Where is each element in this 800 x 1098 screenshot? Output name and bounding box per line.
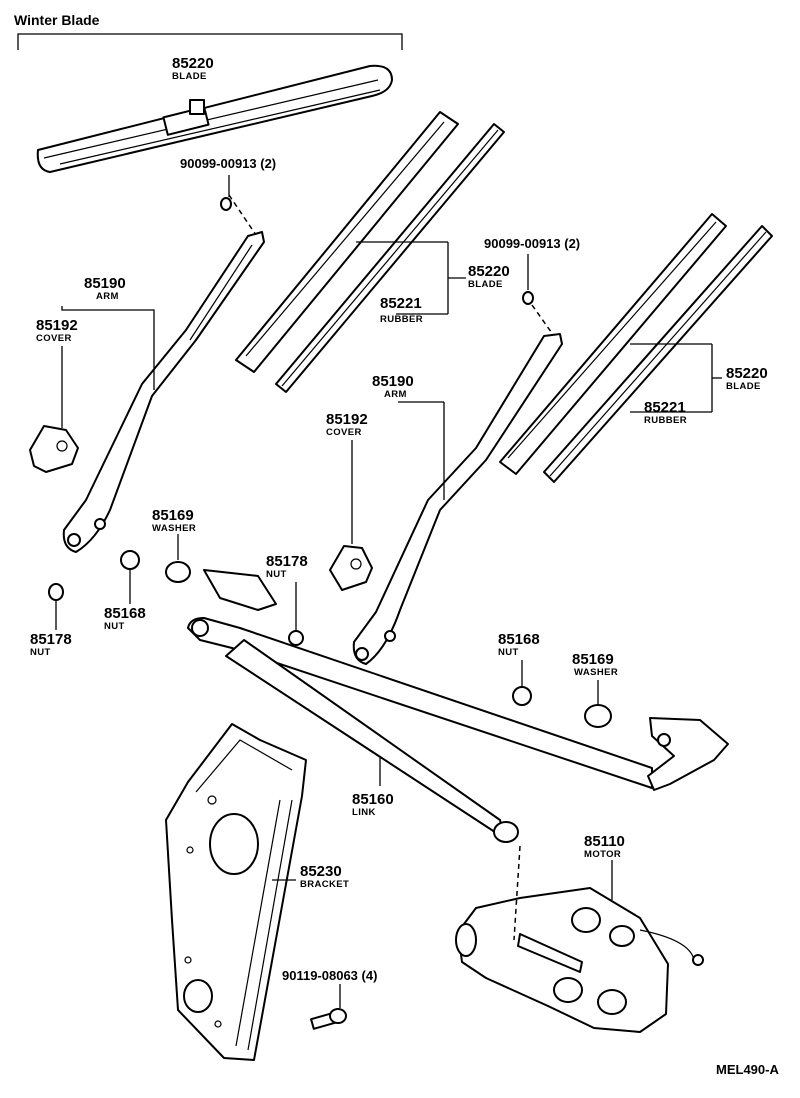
label-name: NUT: [498, 647, 519, 658]
label-name: NUT: [266, 569, 287, 580]
label-name: BLADE: [172, 71, 207, 82]
winter-blade-header: Winter Blade: [14, 12, 403, 50]
link-drawing: [187, 569, 729, 843]
label-number: 85178: [30, 631, 72, 648]
small-parts-drawing: [48, 534, 612, 728]
diagram-code: MEL490-A: [716, 1062, 779, 1077]
screw-right-drawing: [522, 254, 555, 337]
blade-right-drawing: [499, 213, 773, 483]
label-number: 85168: [104, 605, 146, 622]
label-number: 85220: [172, 55, 214, 72]
motor-drawing: [455, 845, 704, 1033]
label-name: ARM: [384, 389, 407, 400]
label-number: 85169: [572, 651, 614, 668]
label-name: WASHER: [152, 523, 196, 534]
label-number: 85220: [468, 263, 510, 280]
bracket-drawing: [165, 723, 307, 1061]
label-number: 85192: [36, 317, 78, 334]
label-number: 90119-08063 (4): [282, 968, 377, 983]
label-name: BLADE: [726, 381, 761, 392]
cover-right-drawing: [329, 440, 373, 591]
label-number: 90099-00913 (2): [484, 236, 580, 251]
label-number: 90099-00913 (2): [180, 156, 276, 171]
label-name: ARM: [96, 291, 119, 302]
label-name: WASHER: [574, 667, 618, 678]
label-name: NUT: [104, 621, 125, 632]
label-number: 85190: [84, 275, 126, 292]
label-number: 85192: [326, 411, 368, 428]
label-name: BLADE: [468, 279, 503, 290]
cover-left-drawing: [29, 346, 79, 473]
label-number: 85169: [152, 507, 194, 524]
label-number: 85160: [352, 791, 394, 808]
label-number: 85178: [266, 553, 308, 570]
label-name: LINK: [352, 807, 376, 818]
label-number: 85220: [726, 365, 768, 382]
label-name: RUBBER: [644, 415, 687, 426]
label-name: BRACKET: [300, 879, 349, 890]
bolt-drawing: [310, 984, 347, 1030]
label-name: COVER: [36, 333, 72, 344]
label-number: 85221: [644, 399, 686, 416]
label-number: 85110: [584, 833, 625, 850]
winter-blade-title: Winter Blade: [14, 12, 100, 28]
label-name: NUT: [30, 647, 51, 658]
screw-upper-drawing: [220, 175, 259, 239]
arm-left-drawing: [62, 231, 265, 553]
blade-mid-drawing: [235, 111, 505, 393]
winter-blade-drawing: [36, 64, 393, 173]
arm-right-drawing: [352, 333, 563, 665]
label-number: 85230: [300, 863, 342, 880]
label-name: MOTOR: [584, 849, 621, 860]
label-name: COVER: [326, 427, 362, 438]
label-number: 85221: [380, 295, 422, 312]
labels: 85220 BLADE 90099-00913 (2) 85190 ARM 85…: [30, 55, 779, 1077]
label-number: 85190: [372, 373, 414, 390]
label-name: RUBBER: [380, 314, 423, 325]
label-number: 85168: [498, 631, 540, 648]
